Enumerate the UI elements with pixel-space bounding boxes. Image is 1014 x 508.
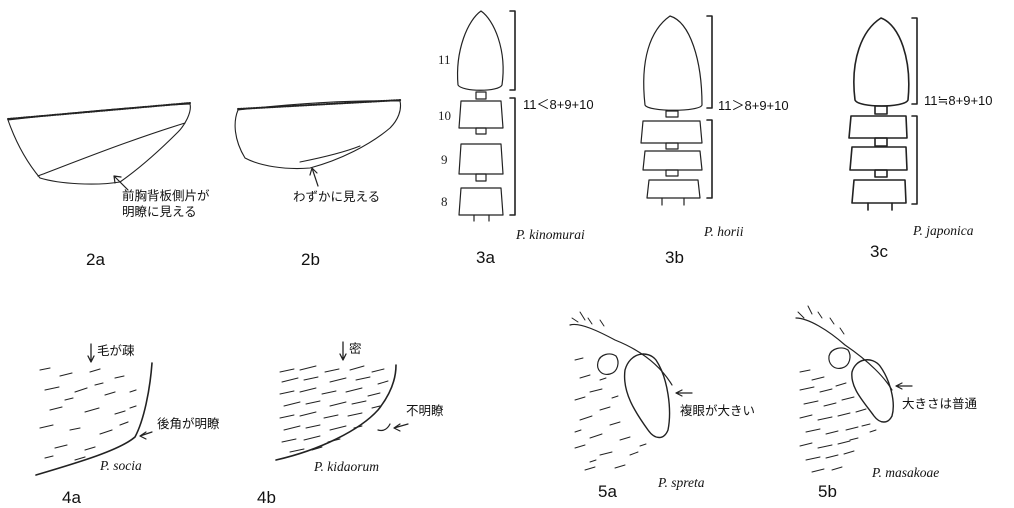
antenna-drawing-3b (641, 16, 702, 205)
species-3c: P. japonica (913, 223, 974, 239)
figure-label-3a: 3a (476, 248, 495, 268)
annotation-2a: 前胸背板側片が 明瞭に見える (122, 188, 210, 219)
annotation-2b: わずかに見える (293, 189, 380, 205)
annotation-2a-line2: 明瞭に見える (122, 204, 210, 220)
arrow-2b (310, 168, 318, 186)
figure-label-4b: 4b (257, 488, 276, 508)
figure-label-2a: 2a (86, 250, 105, 270)
species-5a: P. spreta (658, 475, 705, 491)
annotation-4b-top: 密 (349, 341, 362, 357)
figure-label-2b: 2b (301, 250, 320, 270)
figure-label-4a: 4a (62, 488, 81, 508)
arrow-5b (896, 383, 912, 389)
arrow-4b-side (394, 424, 408, 431)
figure-label-5a: 5a (598, 482, 617, 502)
species-3b: P. horii (704, 224, 744, 240)
annotation-4b-side: 不明瞭 (406, 403, 444, 419)
segment-label-10: 10 (438, 108, 451, 124)
pronotum-outline-2b (235, 100, 401, 169)
species-4b: P. kidaorum (314, 459, 379, 475)
antenna-drawing-3c (849, 18, 909, 210)
segment-label-9: 9 (441, 152, 448, 168)
comparison-3a: 11＜8+9+10 (523, 94, 594, 113)
segment-label-8: 8 (441, 194, 448, 210)
species-3a: P. kinomurai (516, 227, 585, 243)
species-5b: P. masakoae (872, 465, 939, 481)
pronotum-corner-4b (276, 365, 396, 460)
comparison-3c: 11≒8+9+10 (924, 93, 993, 109)
species-4a: P. socia (100, 458, 142, 474)
figure-label-5b: 5b (818, 482, 837, 502)
arrow-4a-top (88, 344, 94, 362)
figure-label-3b: 3b (665, 248, 684, 268)
annotation-4a-top: 毛が疎 (97, 343, 135, 359)
figure-label-3c: 3c (870, 242, 888, 262)
annotation-4a-corner: 後角が明瞭 (157, 416, 220, 432)
comparison-3b: 11＞8+9+10 (718, 95, 789, 114)
annotation-5b: 大きさは普通 (902, 396, 977, 412)
arrow-4b-top (340, 342, 346, 360)
annotation-5a: 複眼が大きい (680, 403, 755, 419)
pronotum-outline-2a (8, 103, 190, 184)
head-drawing-5b (796, 306, 893, 472)
arrow-5a (676, 390, 692, 396)
bracket-3b (707, 16, 712, 198)
antenna-drawing-3a (458, 11, 504, 221)
segment-label-11: 11 (438, 52, 451, 68)
arrow-4a-corner (140, 432, 152, 439)
bracket-3a (510, 11, 515, 215)
annotation-2a-line1: 前胸背板側片が (122, 188, 210, 204)
bracket-3c (912, 18, 917, 204)
head-drawing-5a (570, 312, 672, 470)
